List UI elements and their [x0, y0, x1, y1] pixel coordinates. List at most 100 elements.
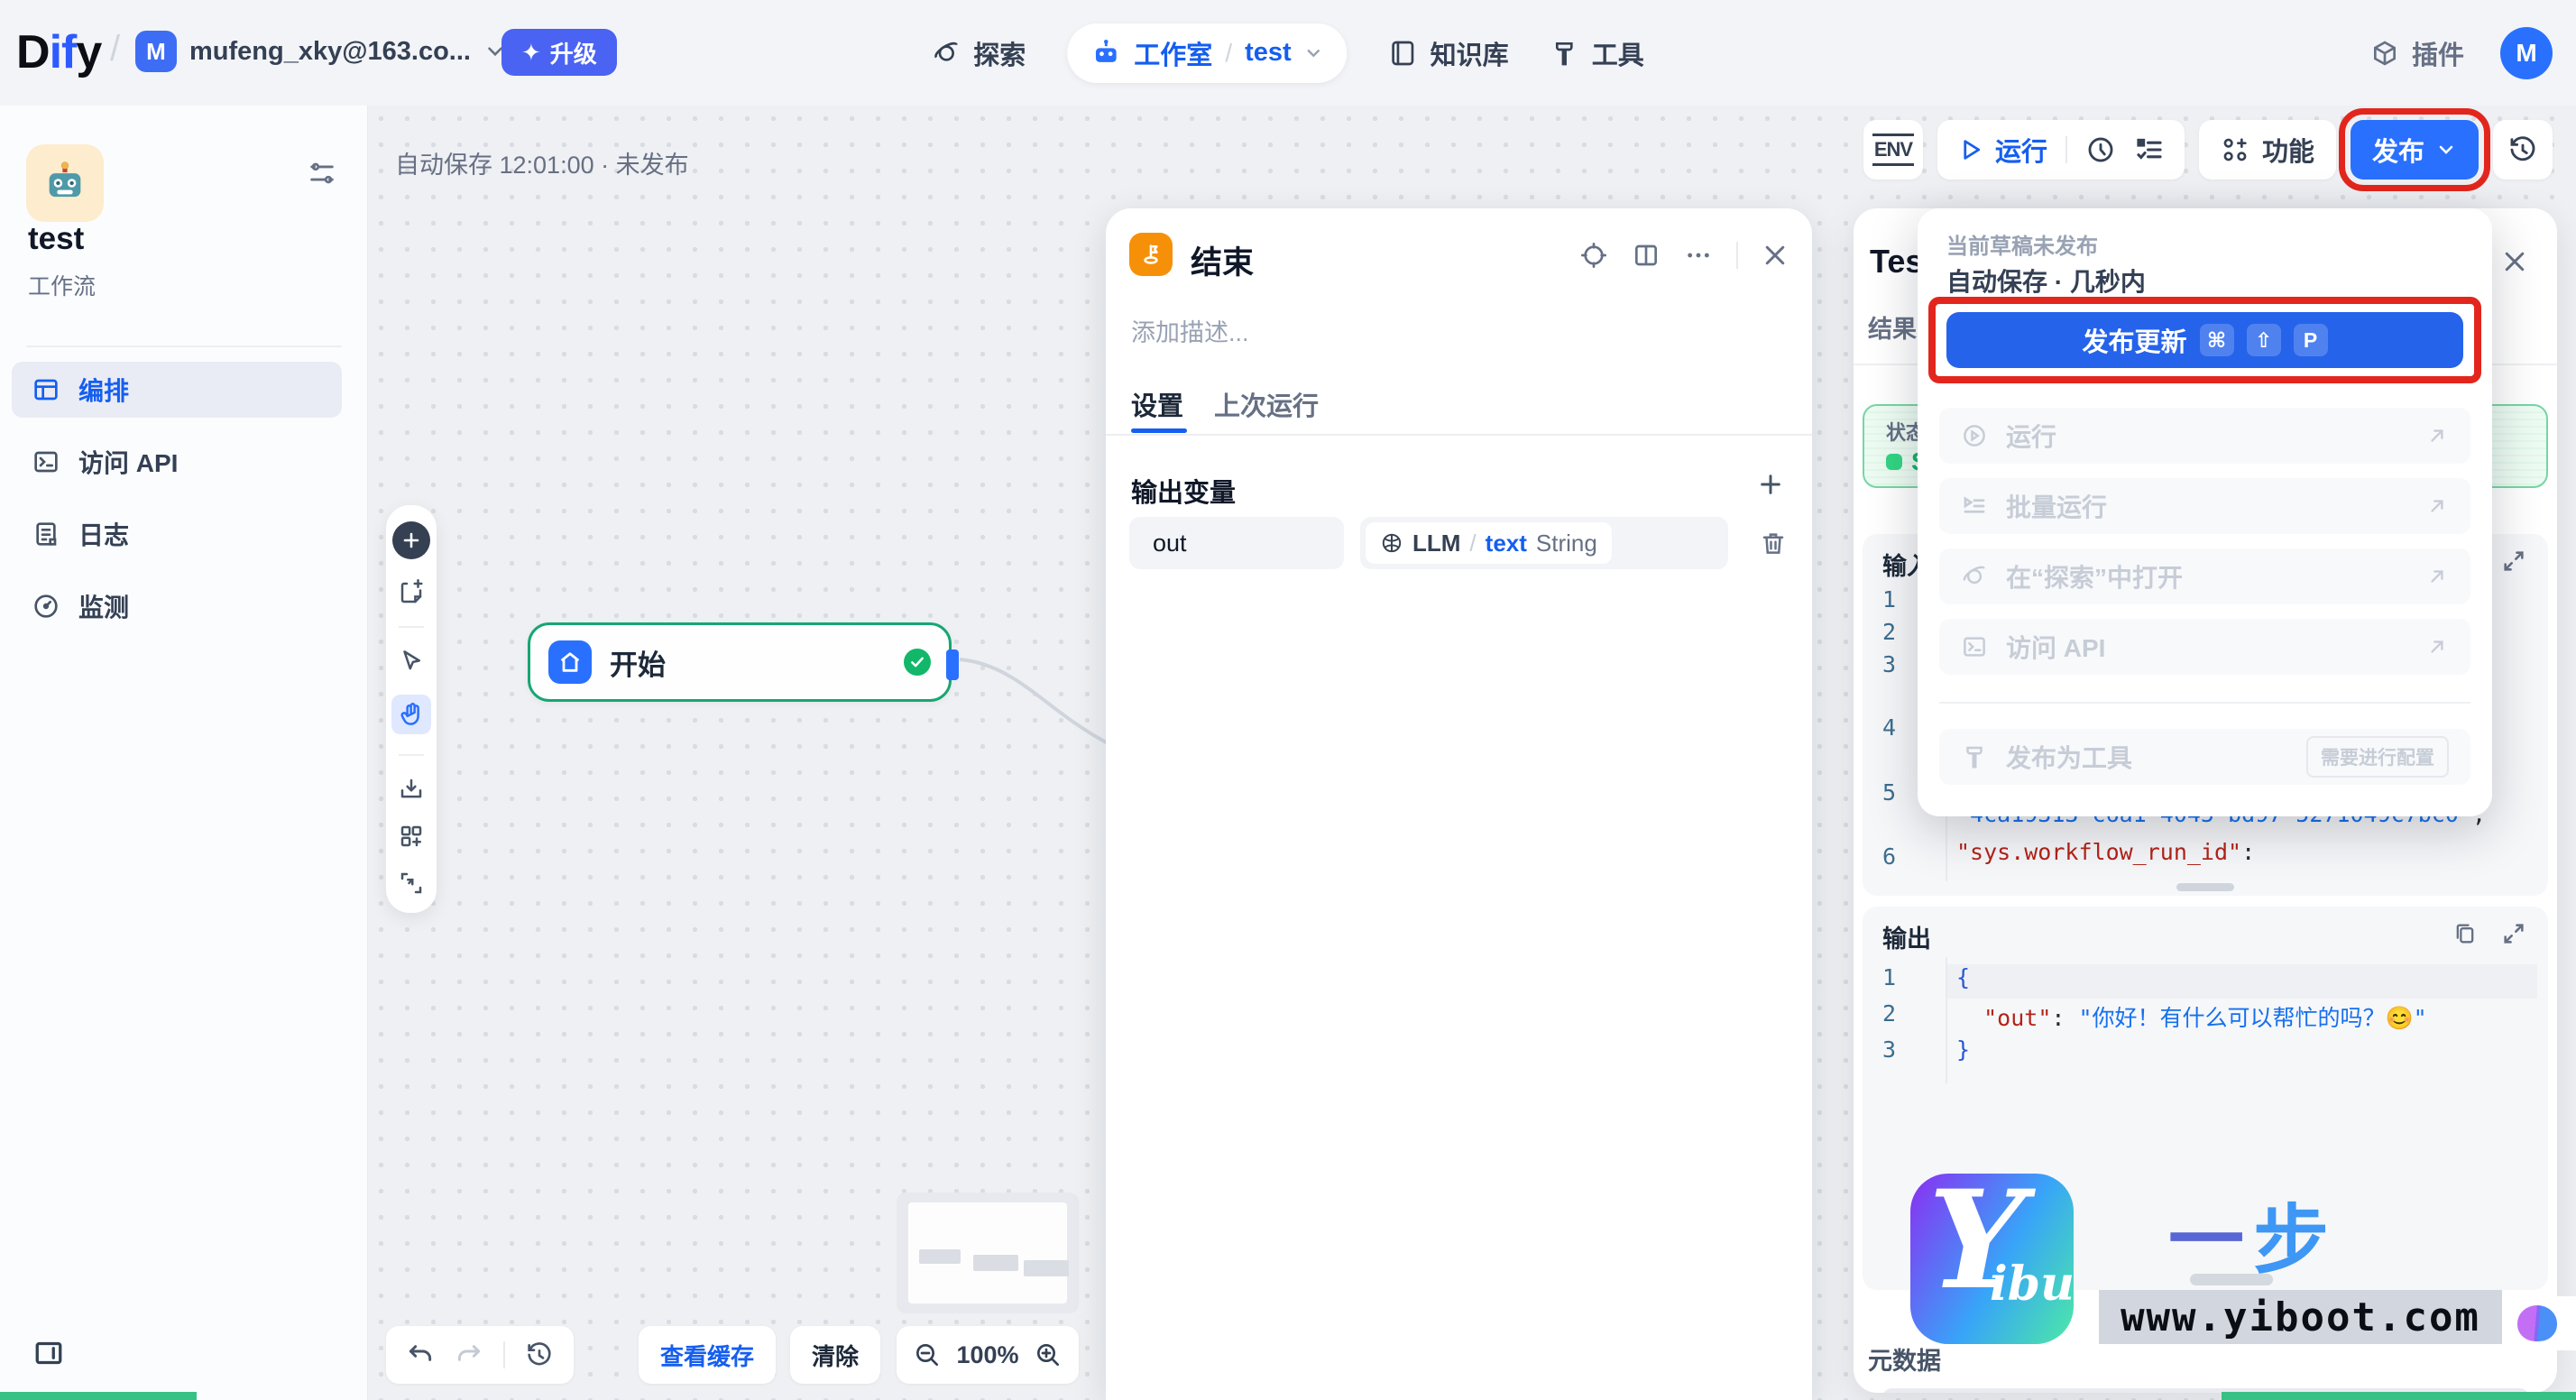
env-button[interactable]: ENV — [1863, 120, 1923, 180]
tab-knowledge[interactable]: 知识库 — [1389, 34, 1509, 72]
menu-item-run[interactable]: 运行 — [1939, 408, 2470, 464]
menu-item-access-api[interactable]: 访问 API — [1939, 619, 2470, 675]
add-node-button[interactable] — [392, 521, 430, 559]
output-code-body: "out": "你好！有什么可以帮忙的吗？😊" — [1983, 1005, 2427, 1031]
focus-node-icon[interactable] — [1579, 241, 1608, 270]
autosave-info: 自动保存 · 几秒内 — [1946, 268, 2146, 296]
change-history-icon[interactable] — [525, 1340, 554, 1369]
features-button[interactable]: 功能 — [2198, 120, 2336, 180]
tab-plugins[interactable]: 插件 — [2370, 34, 2464, 72]
expand-icon[interactable] — [2501, 548, 2526, 574]
gauge-icon — [34, 594, 58, 618]
sidebar-collapse-button[interactable] — [32, 1337, 65, 1369]
menu-item-open-in-explore[interactable]: 在“探索”中打开 — [1939, 548, 2470, 604]
divider — [2065, 136, 2067, 163]
divider — [1106, 434, 1812, 436]
menu-item-batch-run[interactable]: 批量运行 — [1939, 478, 2470, 534]
kbd-p: P — [2293, 324, 2328, 356]
active-tab-underline — [1131, 428, 1187, 433]
organize-blocks-button[interactable] — [398, 823, 425, 850]
hand-mode-button[interactable] — [391, 695, 431, 734]
divider — [503, 1341, 505, 1368]
sidebar-item-monitoring[interactable]: 监测 — [12, 578, 342, 634]
start-node-label: 开始 — [610, 649, 666, 681]
checklist-icon[interactable] — [2134, 134, 2165, 165]
zoom-level[interactable]: 100% — [956, 1340, 1019, 1368]
external-arrow-icon — [2431, 429, 2443, 442]
history-controls — [386, 1326, 574, 1384]
clear-button[interactable]: 清除 — [790, 1326, 881, 1384]
document-icon — [36, 522, 57, 546]
run-button[interactable]: 运行 — [1957, 131, 2047, 169]
add-variable-button[interactable] — [1756, 470, 1785, 499]
tab-last-run[interactable]: 上次运行 — [1214, 392, 1320, 421]
expand-icon[interactable] — [2501, 921, 2526, 946]
run-history-icon[interactable] — [2085, 134, 2116, 165]
divider — [399, 754, 424, 756]
copy-icon[interactable] — [2452, 921, 2478, 946]
zoom-out-icon[interactable] — [913, 1340, 942, 1369]
workspace-avatar: M — [135, 31, 177, 72]
planet-icon — [934, 41, 958, 61]
tab-settings[interactable]: 设置 — [1131, 392, 1184, 421]
input-code-runid: "sys.workflow_run_id": — [1956, 839, 2256, 865]
view-cache-button[interactable]: 查看缓存 — [639, 1326, 777, 1384]
sidebar-item-api[interactable]: 访问 API — [12, 434, 342, 490]
more-icon[interactable] — [1684, 241, 1713, 270]
minimap[interactable] — [897, 1193, 1079, 1313]
sidebar-item-logs[interactable]: 日志 — [12, 506, 342, 562]
app-icon[interactable] — [26, 144, 104, 222]
start-node[interactable]: 开始 — [528, 622, 959, 702]
end-node-panel: 结束 添加描述... 设置 上次运行 输出变量 out LLM / text S… — [1106, 208, 1812, 1400]
tab-result[interactable]: 结果 — [1868, 316, 1917, 343]
trash-icon — [1762, 533, 1784, 554]
variable-value-selector[interactable]: LLM / text String — [1360, 517, 1728, 569]
app-settings-icon[interactable] — [307, 158, 337, 189]
tab-explore[interactable]: 探索 — [932, 34, 1026, 72]
tab-studio[interactable]: 工作室 / test — [1067, 23, 1348, 83]
fit-view-button[interactable] — [398, 870, 425, 897]
version-history-button[interactable] — [2493, 120, 2553, 180]
close-icon[interactable] — [1762, 242, 1789, 269]
publish-update-button[interactable]: 发布更新 ⌘ ⇧ P — [1946, 312, 2463, 368]
draft-status: 当前草稿未发布 — [1946, 235, 2098, 259]
undo-icon[interactable] — [406, 1340, 435, 1369]
zoom-controls: 100% — [897, 1326, 1079, 1384]
autosave-status: 自动保存 12:01:00 · 未发布 — [395, 152, 689, 179]
active-line-highlight — [1947, 964, 2537, 999]
assistant-chip[interactable] — [2507, 1296, 2576, 1350]
collapse-icon — [35, 1341, 62, 1365]
metadata-collapsed-bar[interactable] — [1881, 1388, 2530, 1393]
workflow-edge — [959, 658, 1110, 746]
sidebar-item-orchestrate[interactable]: 编排 — [12, 362, 342, 418]
resize-handle[interactable] — [2176, 883, 2234, 891]
watermark-url: www.yiboot.com — [2099, 1290, 2502, 1344]
close-icon[interactable] — [2501, 248, 2528, 275]
cube-icon — [2373, 40, 2396, 66]
account-switcher[interactable]: M mufeng_xky@163.co... — [135, 31, 507, 72]
menu-item-publish-as-tool[interactable]: 发布为工具 需要进行配置 — [1939, 729, 2470, 785]
description-input[interactable]: 添加描述... — [1131, 319, 1249, 346]
import-dsl-button[interactable] — [398, 776, 425, 803]
divider — [1736, 242, 1738, 269]
zoom-in-icon[interactable] — [1034, 1340, 1063, 1369]
tab-tools[interactable]: 工具 — [1550, 34, 1644, 72]
terminal-icon — [1964, 637, 1985, 657]
sparkle-icon: ✦ — [521, 38, 541, 66]
variable-name-input[interactable]: out — [1129, 517, 1344, 569]
terminal-icon — [34, 451, 58, 473]
user-avatar[interactable]: M — [2500, 26, 2553, 79]
delete-variable-button[interactable] — [1760, 530, 1787, 557]
split-view-icon[interactable] — [1632, 241, 1661, 270]
robot-emoji-icon — [49, 161, 81, 198]
publish-dropdown: 当前草稿未发布 自动保存 · 几秒内 发布更新 ⌘ ⇧ P 运行 批量运行 在“… — [1918, 208, 2492, 816]
publish-button[interactable]: 发布 — [2338, 108, 2491, 191]
node-output-port[interactable] — [946, 649, 959, 680]
chevron-down-icon — [488, 47, 502, 57]
add-note-button[interactable] — [398, 579, 425, 606]
pointer-mode-button[interactable] — [398, 648, 425, 675]
dify-logo: Dify — [16, 26, 102, 78]
upgrade-button[interactable]: ✦升级 — [501, 29, 617, 76]
redo-icon[interactable] — [455, 1340, 483, 1369]
app-name: test — [28, 221, 85, 256]
